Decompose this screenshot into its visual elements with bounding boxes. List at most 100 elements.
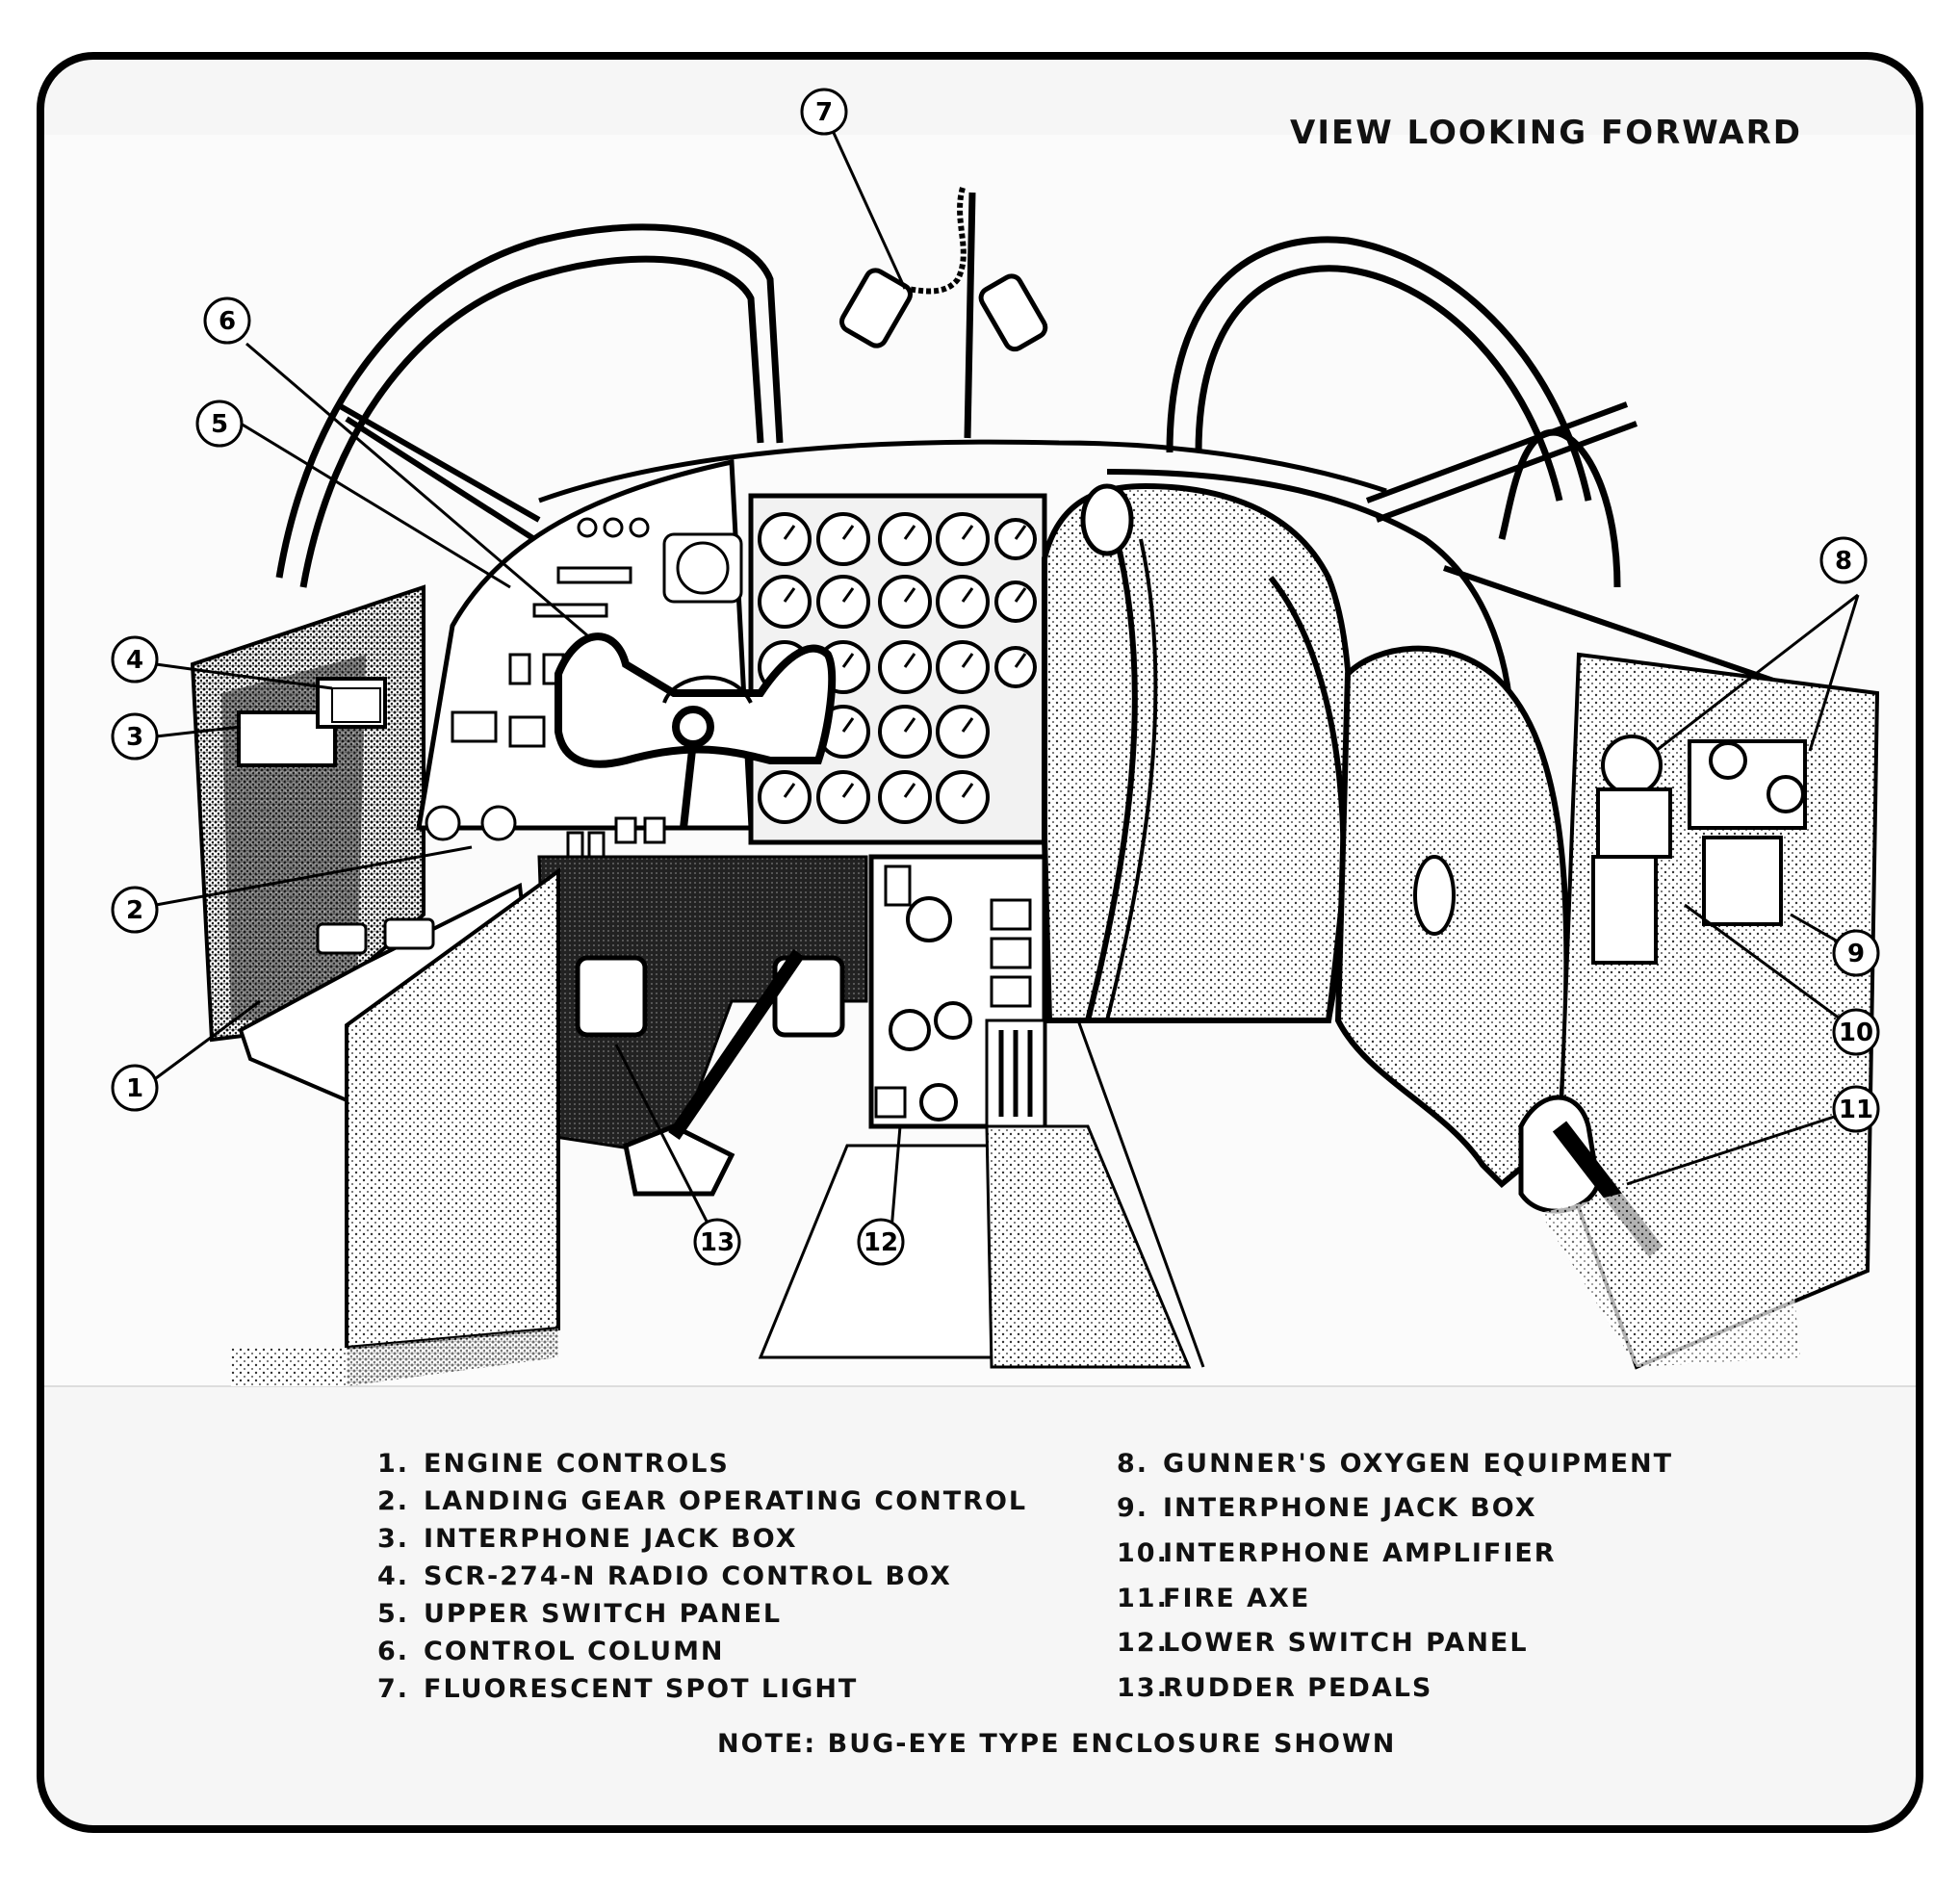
legend-number: 5. xyxy=(377,1599,410,1629)
callout-number: 9 xyxy=(1847,940,1865,968)
callout-number: 2 xyxy=(126,896,143,925)
gauge-needle xyxy=(841,525,855,540)
callout-9: 9 xyxy=(1832,929,1880,977)
legend-text: INTERPHONE JACK BOX xyxy=(424,1524,798,1554)
legend-number: 11. xyxy=(1117,1584,1169,1613)
gauge-needle xyxy=(961,525,974,540)
callout-circle xyxy=(1832,929,1880,977)
legend-text: RUDDER PEDALS xyxy=(1163,1673,1433,1703)
gauge-needle xyxy=(903,653,916,668)
callout-2: 2 xyxy=(111,886,159,934)
gauge-needle xyxy=(903,783,916,798)
gauge-needle xyxy=(841,653,855,668)
legend-number: 7. xyxy=(377,1674,410,1704)
legend-number: 6. xyxy=(377,1637,410,1666)
gauge-needle xyxy=(841,717,855,733)
legend-text: FLUORESCENT SPOT LIGHT xyxy=(424,1674,859,1704)
legend-item: 5. UPPER SWITCH PANEL xyxy=(377,1599,782,1629)
gauge-needle xyxy=(783,587,796,603)
gauge-needle xyxy=(903,587,916,603)
legend-text: ENGINE CONTROLS xyxy=(424,1449,730,1479)
callout-circle xyxy=(111,1064,159,1112)
legend-item: 2.LANDING GEAR OPERATING CONTROL xyxy=(377,1486,1027,1516)
callout-1: 1 xyxy=(111,1064,159,1112)
callout-12: 12 xyxy=(857,1218,905,1266)
legend-right: 8.GUNNER'S OXYGEN EQUIPMENT 9. INTERPHONE … xyxy=(1117,1449,1791,1718)
callout-number: 1 xyxy=(126,1074,143,1103)
callout-10: 10 xyxy=(1832,1008,1880,1056)
callout-circle xyxy=(1832,1008,1880,1056)
legend-number: 9. xyxy=(1117,1493,1149,1523)
spot-light-graphic xyxy=(839,187,1048,352)
callout-number: 7 xyxy=(815,98,833,127)
engine-controls-graphic xyxy=(231,867,560,1386)
legend-left: 1. ENGINE CONTROLS 2.LANDING GEAR OPERATIN… xyxy=(377,1449,1025,1718)
legend-item: 7. FLUORESCENT SPOT LIGHT xyxy=(377,1674,858,1704)
callout-4: 4 xyxy=(111,635,159,684)
gauge-needle xyxy=(841,783,855,798)
callout-11: 11 xyxy=(1832,1085,1880,1133)
legend-item: 12.LOWER SWITCH PANEL xyxy=(1117,1628,1529,1658)
callout-number: 13 xyxy=(700,1228,735,1257)
callout-circle xyxy=(1819,536,1868,584)
control-column-graphic xyxy=(554,632,837,829)
callout-circle xyxy=(800,88,848,136)
legend-item: 9. INTERPHONE JACK BOX xyxy=(1117,1493,1537,1523)
legend-text: LANDING GEAR OPERATING CONTROL xyxy=(424,1486,1028,1516)
callout-8: 8 xyxy=(1819,536,1868,584)
legend-text: INTERPHONE AMPLIFIER xyxy=(1163,1538,1557,1568)
rudder-pedals-graphic xyxy=(575,949,845,1197)
legend-item: 1. ENGINE CONTROLS xyxy=(377,1449,730,1479)
callout-number: 8 xyxy=(1835,547,1852,576)
gauge-needle xyxy=(1014,525,1027,540)
legend-text: SCR-274-N RADIO CONTROL BOX xyxy=(424,1561,952,1591)
callout-5: 5 xyxy=(195,400,244,448)
gauge-needle xyxy=(783,783,796,798)
gauge-needle xyxy=(903,717,916,733)
callout-circle xyxy=(111,886,159,934)
callout-number: 10 xyxy=(1839,1019,1873,1047)
legend-item: 10.INTERPHONE AMPLIFIER xyxy=(1117,1538,1557,1568)
legend-text: LOWER SWITCH PANEL xyxy=(1163,1628,1529,1658)
callout-circle xyxy=(111,635,159,684)
gauge-needle xyxy=(961,717,974,733)
canopy-frames xyxy=(275,192,1621,588)
gauge-needle xyxy=(841,587,855,603)
callout-7: 7 xyxy=(800,88,848,136)
gauge-needle xyxy=(961,587,974,603)
callout-number: 12 xyxy=(864,1228,898,1257)
legend-number: 1. xyxy=(377,1449,410,1479)
oxygen-equipment-graphic xyxy=(1591,735,1807,965)
callout-number: 4 xyxy=(126,646,143,675)
callout-6: 6 xyxy=(203,297,251,345)
gauge-needle xyxy=(961,783,974,798)
gauge-needle xyxy=(1014,653,1027,668)
legend-number: 10. xyxy=(1117,1538,1169,1568)
legend-item: 13.RUDDER PEDALS xyxy=(1117,1673,1432,1703)
callout-number: 3 xyxy=(126,723,143,752)
callout-circle xyxy=(1832,1085,1880,1133)
legend-item: 3.INTERPHONE JACK BOX xyxy=(377,1524,798,1554)
diagram-title: VIEW LOOKING FORWARD xyxy=(1290,114,1802,152)
callout-number: 5 xyxy=(211,410,228,439)
legend-item: 8.GUNNER'S OXYGEN EQUIPMENT xyxy=(1117,1449,1673,1479)
legend-item: 6. CONTROL COLUMN xyxy=(377,1637,725,1666)
legend-number: 13. xyxy=(1117,1673,1169,1703)
callout-circle xyxy=(857,1218,905,1266)
legend-number: 4. xyxy=(377,1561,410,1591)
legend-text: INTERPHONE JACK BOX xyxy=(1163,1493,1537,1523)
legend-text: CONTROL COLUMN xyxy=(424,1637,725,1666)
gauge-needle xyxy=(961,653,974,668)
callout-circle xyxy=(203,297,251,345)
gauge-needle xyxy=(903,525,916,540)
legend-text: GUNNER'S OXYGEN EQUIPMENT xyxy=(1163,1449,1674,1479)
legend-text: UPPER SWITCH PANEL xyxy=(424,1599,783,1629)
callout-3: 3 xyxy=(111,712,159,761)
lower-switch-panel-graphic xyxy=(868,854,1047,1129)
legend-item: 4. SCR-274-N RADIO CONTROL BOX xyxy=(377,1561,952,1591)
callout-circle xyxy=(111,712,159,761)
callout-number: 6 xyxy=(219,307,236,336)
